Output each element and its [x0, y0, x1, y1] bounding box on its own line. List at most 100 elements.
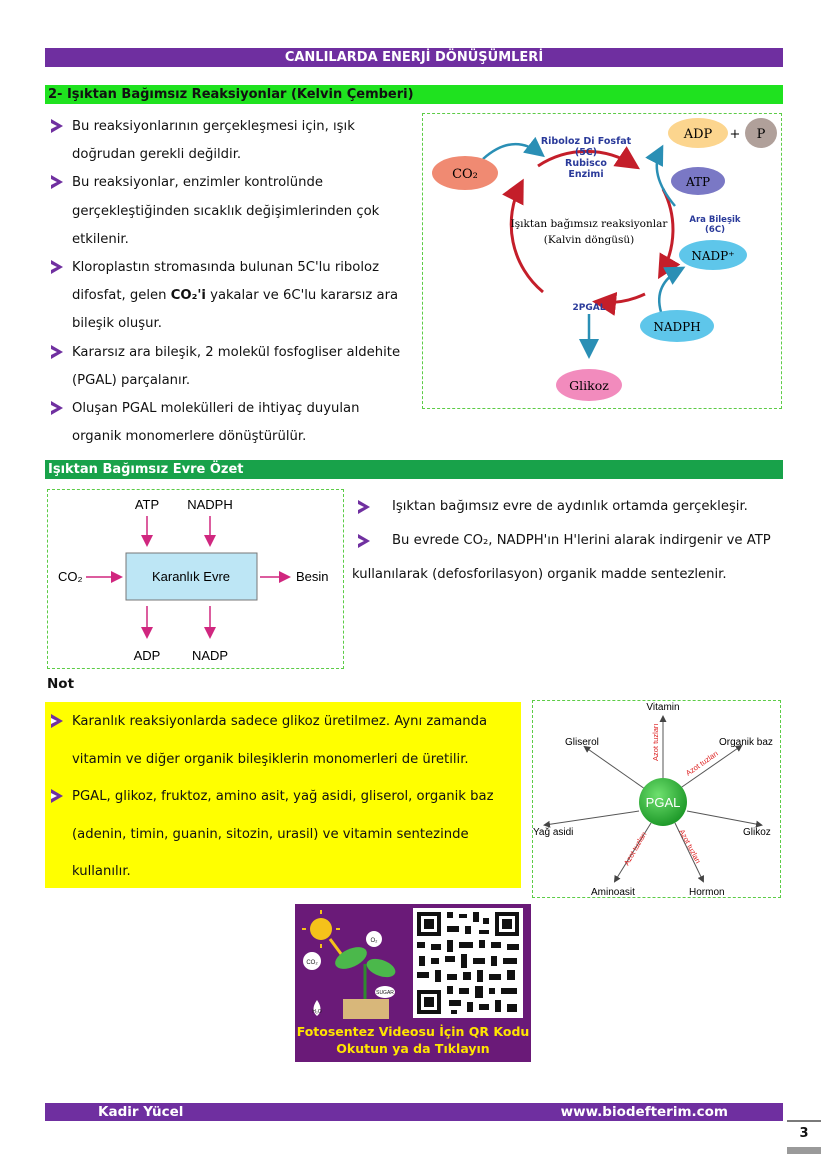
- note-label: Not: [47, 676, 75, 692]
- list-item: PGAL, glikoz, fruktoz, amino asit, yağ a…: [45, 778, 521, 816]
- intermediate-label: Ara Bileşik: [689, 215, 741, 225]
- pgal-node: [639, 778, 687, 826]
- plant-illustration: O₂ CO₂ SUGAR H₂O: [302, 910, 396, 1019]
- nadph-label: NADPH: [653, 320, 700, 334]
- rubisco-label: Rubisco: [565, 158, 607, 169]
- gliserol-label: Gliserol: [565, 737, 599, 748]
- cycle-arrow-top: [537, 146, 641, 170]
- arrow-bullet-icon: [51, 119, 63, 133]
- nitrogen-salts-label: Azot tuzları: [651, 723, 660, 761]
- arrow-bullet-icon: [51, 789, 63, 803]
- list-item: Işıktan bağımsız evre de aydınlık ortamd…: [352, 490, 782, 524]
- sugar-bubble-icon: [375, 986, 395, 998]
- list-item: Kloroplastın stromasında bulunan 5C'lu r…: [45, 254, 405, 339]
- list-item-continuation: kullanılarak (defosforilasyon) organik m…: [352, 567, 727, 582]
- calvin-cycle-diagram: CO₂ ADP + P ATP NADP⁺ NADPH Glikoz Ribol…: [422, 113, 782, 409]
- nadp-arrow: [658, 266, 686, 313]
- section-title-calvin: 2- Işıktan Bağımsız Reaksiyonlar (Kelvin…: [45, 85, 783, 104]
- adp-arrow: [645, 144, 676, 207]
- adp-label: ADP: [134, 648, 161, 663]
- svg-text:O₂: O₂: [371, 938, 379, 944]
- list-item: Karanlık reaksiyonlarda sadece glikoz ür…: [45, 703, 521, 741]
- arrow-bullet-icon: [51, 175, 63, 190]
- list-item: Kararsız ara bileşik, 2 molekül fosfogli…: [45, 339, 405, 395]
- svg-text:SUGAR: SUGAR: [376, 990, 394, 996]
- co2-bubble-icon: [303, 952, 321, 970]
- qr-caption-line2[interactable]: Okutun ya da Tıklayın: [336, 1041, 490, 1056]
- qr-code-icon[interactable]: [413, 908, 523, 1018]
- author-name: Kadir Yücel: [98, 1104, 184, 1120]
- summary-text: Işıktan bağımsız evre de aydınlık ortamd…: [352, 490, 782, 592]
- enzyme-label: Enzimi: [568, 169, 603, 180]
- qr-caption-line1[interactable]: Fotosentez Videosu İçin QR Kodu: [296, 1024, 530, 1039]
- list-item: Oluşan PGAL molekülleri de ihtiyaç duyul…: [45, 395, 405, 451]
- leaf-icon: [366, 958, 396, 978]
- nadph-node: [640, 310, 714, 342]
- co2-label: CO₂: [452, 167, 478, 182]
- amino-acid-label: Aminoasit: [591, 887, 635, 898]
- vitamin-label: Vitamin: [646, 702, 679, 713]
- arrow-bullet-icon: [51, 714, 63, 728]
- plus-sign: +: [730, 127, 741, 142]
- dark-phase-box: [125, 552, 258, 601]
- co2-node: [432, 156, 498, 190]
- page-header: CANLILARDA ENERJİ DÖNÜŞÜMLERİ: [45, 48, 783, 67]
- p-label: P: [757, 127, 766, 142]
- arrow-bullet-icon: [51, 344, 63, 359]
- glucose-node: [556, 369, 622, 401]
- pgal-center-label: PGAL: [646, 795, 681, 810]
- atp-label: ATP: [685, 175, 710, 189]
- arrow-bullet-icon: [358, 534, 370, 548]
- cycle-arrow-bottom: [592, 291, 646, 316]
- list-item-continuation: kullanılır.: [72, 864, 131, 879]
- qr-video-link[interactable]: O₂ CO₂ SUGAR H₂O: [295, 904, 531, 1062]
- cycle-arrow-left: [502, 178, 544, 294]
- fatty-acid-label: Yağ asidi: [533, 827, 573, 838]
- section-title-summary: Işıktan Bağımsız Evre Özet: [45, 460, 783, 479]
- nadp-node: [679, 240, 747, 270]
- dark-phase-diagram: ATP NADPH Karanlık Evre CO₂ Besin ADP NA…: [47, 489, 344, 669]
- adp-node: [668, 118, 728, 148]
- nadp-label: NADP⁺: [691, 249, 734, 263]
- list-item-continuation: vitamin ve diğer organik bileşiklerin mo…: [72, 751, 469, 767]
- arrow-bullet-icon: [358, 500, 370, 514]
- organic-base-label: Organik baz: [719, 737, 773, 748]
- glucose-label: Glikoz: [743, 827, 771, 838]
- leaf-icon: [335, 947, 367, 969]
- p-node: [745, 118, 777, 148]
- hormone-label: Hormon: [689, 887, 725, 898]
- nitrogen-salts-label: Azot tuzları: [677, 828, 703, 865]
- adp-label: ADP: [683, 127, 713, 142]
- arrow-bullet-icon: [51, 260, 63, 275]
- co2-input-label: CO₂: [58, 569, 83, 584]
- water-drop-icon: [313, 1000, 321, 1016]
- page-footer: Kadir Yücel www.biodefterim.com: [45, 1103, 783, 1121]
- dark-phase-label: Karanlık Evre: [152, 569, 230, 584]
- pgal-arrows: [543, 715, 763, 883]
- page-number: 3: [787, 1120, 821, 1154]
- pgal-label: 2PGAL: [573, 303, 606, 313]
- arrow-bullet-icon: [51, 401, 63, 416]
- output-label: Besin: [296, 569, 329, 584]
- nadp-label: NADP: [192, 648, 228, 663]
- intermediate-carbon-label: (6C): [705, 225, 725, 235]
- svg-text:CO₂: CO₂: [306, 960, 318, 966]
- glucose-label: Glikoz: [569, 378, 609, 393]
- list-item: Bu reaksiyonlarının gerçekleşmesi için, …: [45, 113, 405, 169]
- list-item-continuation: (adenin, timin, guanin, sitozin, urasil)…: [72, 826, 469, 842]
- atp-node: [671, 167, 725, 195]
- cycle-center-title: Işıktan bağımsız reaksiyonlar: [511, 217, 669, 230]
- rubp-carbon-label: (5C): [575, 147, 597, 158]
- pgal-products-diagram: PGAL Vitamin Gliserol Organik baz Yağ as…: [532, 700, 781, 898]
- svg-text:H₂O: H₂O: [312, 1009, 322, 1015]
- website-link[interactable]: www.biodefterim.com: [560, 1104, 728, 1120]
- rubp-label: Riboloz Di Fosfat: [541, 136, 632, 147]
- cycle-arrow-right: [657, 188, 681, 280]
- co2-arrow: [482, 136, 545, 160]
- nitrogen-salts-label: Azot tuzları: [622, 830, 649, 867]
- note-box: Karanlık reaksiyonlarda sadece glikoz ür…: [45, 702, 521, 888]
- soil-icon: [343, 999, 389, 1019]
- list-item: Bu evrede CO₂, NADPH'ın H'lerini alarak …: [352, 524, 782, 558]
- sun-icon: [310, 918, 332, 940]
